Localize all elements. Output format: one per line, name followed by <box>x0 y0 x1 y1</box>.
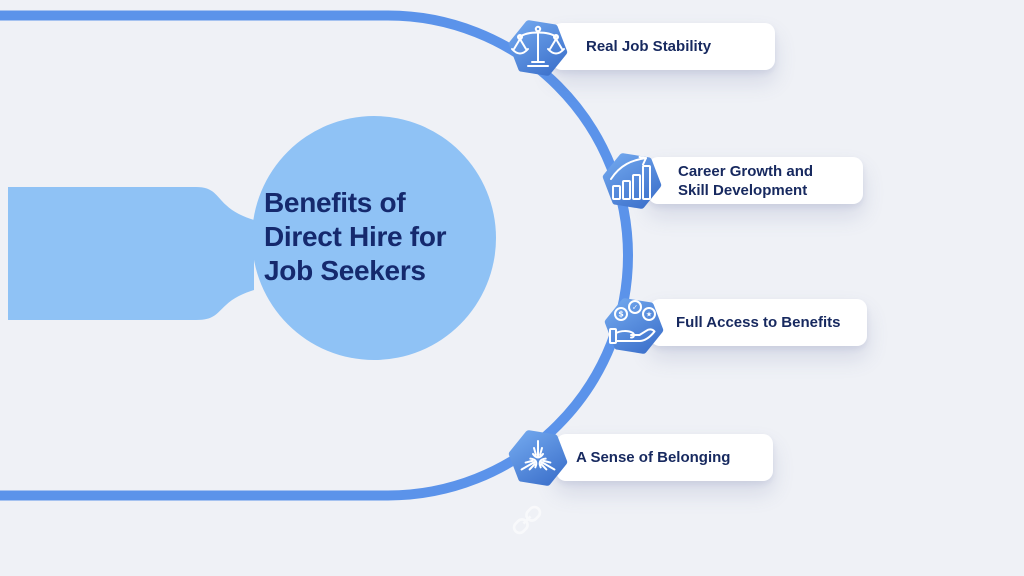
benefit-card-job-stability: Real Job Stability <box>552 23 775 70</box>
connector-ring <box>0 10 633 501</box>
title-line: Benefits of <box>264 187 406 218</box>
benefit-card-career-growth: Career Growth and Skill Development <box>648 157 863 204</box>
center-circle <box>252 116 496 360</box>
benefit-label: Full Access to Benefits <box>676 314 841 331</box>
svg-text:✓: ✓ <box>632 304 638 312</box>
hands-together-icon <box>508 430 568 486</box>
benefit-card-full-benefits: Full Access to Benefits <box>650 299 867 346</box>
left-banner-shape <box>8 187 254 320</box>
title-line: Job Seekers <box>264 255 426 286</box>
benefit-label: Career Growth and Skill Development <box>678 162 814 199</box>
page-title: Benefits of Direct Hire for Job Seekers <box>264 186 447 288</box>
title-line: Direct Hire for <box>264 221 447 252</box>
svg-text:$: $ <box>618 310 624 319</box>
growth-chart-icon <box>602 153 662 209</box>
benefit-card-belonging: A Sense of Belonging <box>556 434 773 481</box>
benefit-label: A Sense of Belonging <box>576 449 731 466</box>
scales-icon <box>508 20 568 76</box>
chain-link-icon <box>512 505 542 535</box>
benefit-label: Real Job Stability <box>586 38 712 55</box>
hand-benefits-icon: $ ✓ ★ <box>604 298 664 354</box>
svg-text:★: ★ <box>646 311 652 319</box>
